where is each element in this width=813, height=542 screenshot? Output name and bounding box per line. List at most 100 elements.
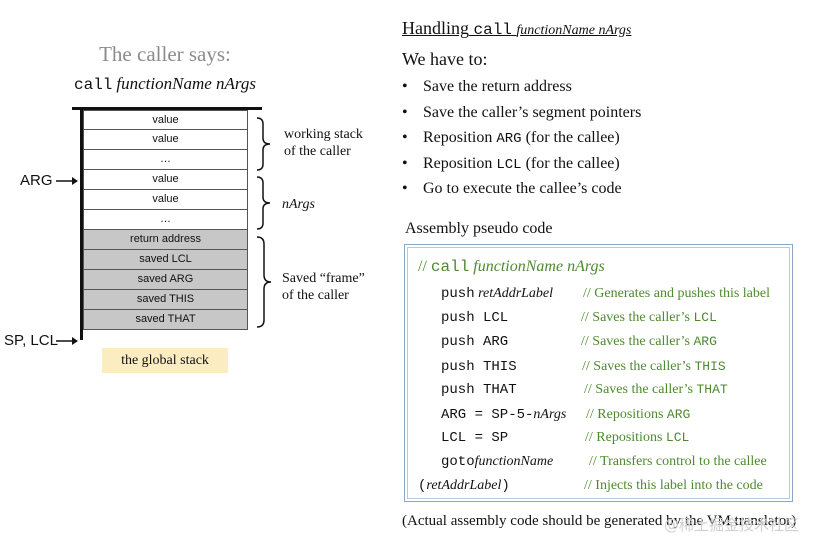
nargs-label: nArgs [282,197,315,212]
bullet-text: Reposition [423,129,493,147]
code-paren-close: ) [501,478,510,494]
global-stack-label: the global stack [102,348,228,373]
brace-nargs [256,176,271,230]
bullet-dot: • [402,129,408,147]
stack-cell-return-address: return address [83,230,248,250]
stack-cell-ellipsis-2: … [83,210,248,230]
code-comment-return-label: // Injects this label into the code [584,478,763,493]
assembly-pseudo-code-title: Assembly pseudo code [405,220,553,237]
pseudo-code-box-inner: // call functionName nArgs push retAddrL… [407,247,790,499]
code-comment-text: // Repositions [585,430,663,445]
stack-cell-saved-lcl: saved LCL [83,250,248,270]
bullet-goto-callee: • Go to execute the callee’s code [402,178,641,204]
stack-cell-arg-value-2: value [83,190,248,210]
code-instruction: goto [441,454,475,470]
working-stack-label-line1: working stack [284,127,363,142]
code-argument: functionName [474,454,554,469]
code-line-push-arg: push ARG [441,334,508,350]
code-comment-code: LCL [693,310,717,325]
heading-args: functionName nArgs [516,23,632,38]
code-comment-code: ARG [693,334,717,349]
bullet-code: ARG [496,131,522,148]
bullet-text: Save the caller’s segment pointers [423,103,642,121]
code-instruction: push LCL [441,310,509,326]
bullet-save-return-address: • Save the return address [402,76,641,102]
code-paren-open: ( [418,478,427,494]
bullet-text: (for the callee) [525,154,620,172]
code-comment-reposition-arg: // Repositions ARG [586,407,690,423]
code-comment-code: THAT [696,382,728,397]
code-line-push-that: push THAT [441,382,517,398]
bullet-reposition-lcl: •Reposition LCL (for the callee) [402,153,641,179]
code-header-slashes: // [418,258,427,275]
code-comment-code: ARG [666,407,691,422]
footnote: (Actual assembly code should be generate… [402,513,797,529]
stack-cell-arg-value-1: value [83,170,248,190]
code-line-reposition-arg: ARG = SP-5-nArgs [441,407,566,423]
code-comment-text: // Repositions [586,407,664,422]
code-comment-code: THIS [694,359,726,374]
stack-cell-ellipsis-1: … [83,150,248,170]
code-comment-push-that: // Saves the caller’s THAT [584,382,728,398]
saved-frame-label: Saved “frame” of the caller [282,270,365,304]
we-have-to-label: We have to: [402,49,488,69]
pseudo-code-box: // call functionName nArgs push retAddrL… [404,244,793,502]
code-instruction: push ARG [441,334,509,350]
arg-pointer-arrow [56,177,78,185]
code-line-push-lcl: push LCL [441,310,508,326]
code-comment-text: // Saves the caller’s [582,359,691,374]
caller-command-args: functionName nArgs [116,74,257,93]
bullet-text: Save the return address [423,78,572,95]
stack-cell-saved-that: saved THAT [83,310,248,330]
stack-cell-value-1: value [83,110,248,130]
heading-text: Handling [402,18,469,38]
code-line-push-this: push THIS [441,359,517,375]
brace-working-stack [256,117,271,171]
stack-cell-saved-arg: saved ARG [83,270,248,290]
code-comment-push-retaddr: // Generates and pushes this label [583,286,771,301]
slide-heading: Handling call functionName nArgs [402,18,631,39]
caller-title: The caller says: [99,42,231,66]
code-comment-text: // Saves the caller’s [584,382,693,397]
brace-saved-frame [256,236,272,328]
stack-cell-value-2: value [83,130,248,150]
code-line-return-label: (retAddrLabel) [418,478,510,494]
code-comment-goto: // Transfers control to the callee [589,454,767,469]
arg-pointer-label: ARG [20,172,53,189]
heading-call-keyword: call [473,21,512,39]
bullet-text: Go to execute the callee’s code [423,180,622,198]
code-comment-push-arg: // Saves the caller’s ARG [581,334,717,350]
working-stack-label-line2: of the caller [284,144,351,159]
bullet-dot: • [402,180,408,198]
bullet-save-segment-pointers: • Save the caller’s segment pointers [402,102,641,128]
task-bullet-list: • Save the return address • Save the calle… [402,76,641,204]
sp-lcl-pointer-label: SP, LCL [4,332,58,349]
code-line-goto: gotofunctionName [441,454,553,470]
caller-command-keyword: call [73,76,113,94]
code-comment-push-this: // Saves the caller’s THIS [582,359,726,375]
saved-frame-label-line2: of the caller [282,288,349,303]
code-header-call: call [430,258,470,276]
code-line-reposition-lcl: LCL = SP [441,430,508,446]
code-instruction: ARG = SP-5- [441,407,534,423]
code-instruction: push [441,286,475,302]
code-header-args: functionName nArgs [473,258,605,275]
code-argument: nArgs [533,407,567,422]
saved-frame-label-line1: Saved “frame” [282,271,365,286]
code-comment-reposition-lcl: // Repositions LCL [585,430,689,446]
code-comment-push-lcl: // Saves the caller’s LCL [581,310,717,326]
code-argument: retAddrLabel [426,478,502,493]
code-argument: retAddrLabel [478,286,554,301]
working-stack-label: working stack of the caller [284,126,363,160]
code-instruction: push THIS [441,359,517,375]
bullet-dot: • [402,103,408,121]
bullet-dot: • [402,78,408,95]
code-comment-code: LCL [665,430,690,445]
code-instruction: LCL = SP [441,430,509,446]
code-instruction: push THAT [441,382,517,398]
bullet-text: Reposition [423,154,493,172]
stack-cell-saved-this: saved THIS [83,290,248,310]
bullet-dot: • [402,154,408,172]
global-stack-cells: value value … value value … return addre… [83,110,248,330]
code-comment-text: // Saves the caller’s [581,310,690,325]
